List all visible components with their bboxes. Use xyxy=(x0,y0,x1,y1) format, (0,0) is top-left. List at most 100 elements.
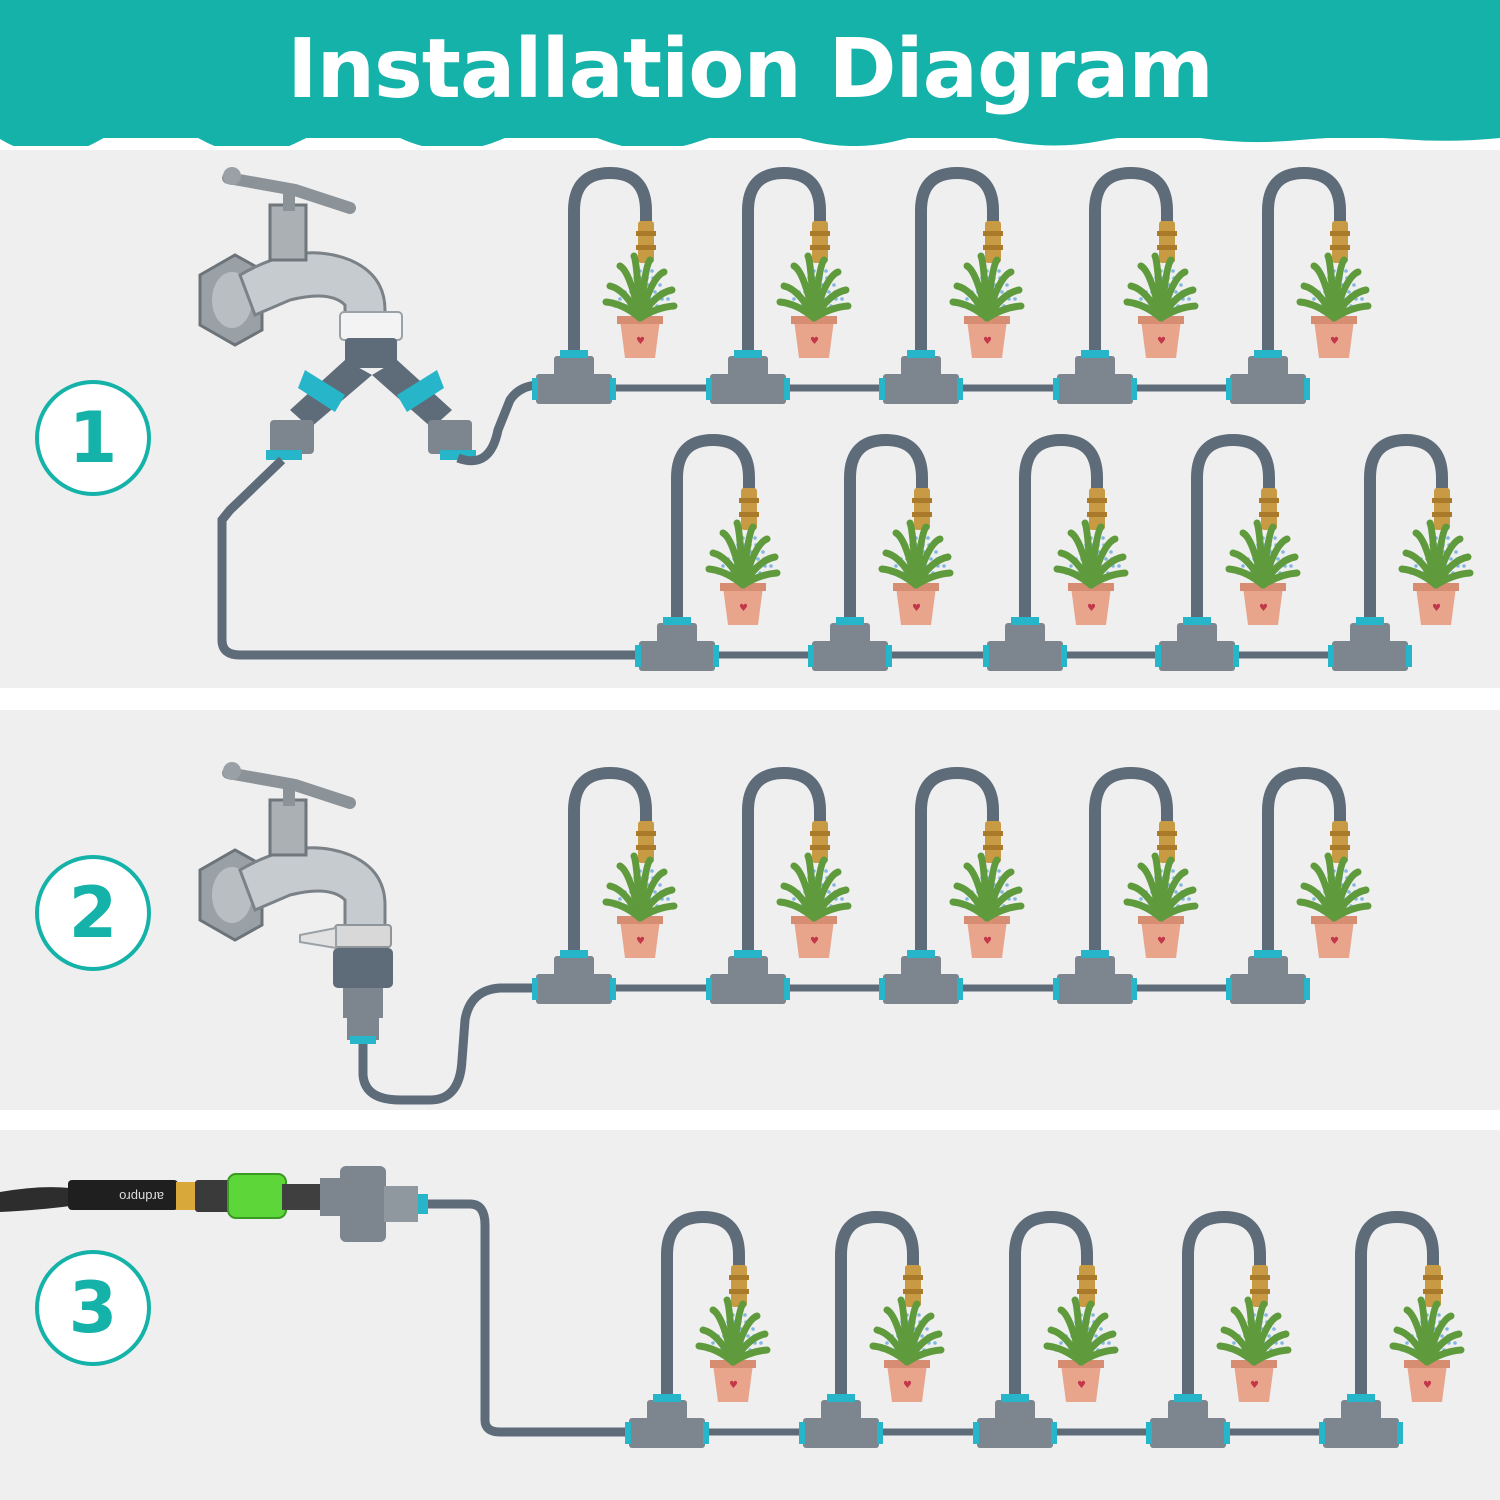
step-1-badge: 1 xyxy=(35,380,151,496)
step-3-diagram: ardnpro ♥ ♥ ♥ ♥ ♥ xyxy=(0,1166,1465,1448)
riser-tube xyxy=(1182,1210,1266,1402)
quick-connector xyxy=(195,1173,342,1219)
row-1a-emitter-5: ♥ xyxy=(1226,166,1372,404)
brass-nozzle xyxy=(812,821,828,863)
potted-plant: ♥ xyxy=(1296,852,1372,958)
universal-tap-connector xyxy=(299,924,393,1044)
row-1b-emitter-4: ♥ xyxy=(1155,433,1301,671)
brass-nozzle xyxy=(1332,821,1348,863)
row-2-emitter-4: ♥ xyxy=(1053,766,1199,1004)
svg-text:♥: ♥ xyxy=(1432,603,1441,614)
potted-plant: ♥ xyxy=(1225,519,1301,625)
brass-nozzle xyxy=(1252,1265,1268,1307)
brass-nozzle xyxy=(1434,488,1450,530)
potted-plant: ♥ xyxy=(1389,1296,1465,1402)
header-torn-edge xyxy=(0,134,1500,146)
row-1b-emitter-2: ♥ xyxy=(808,433,954,671)
step-1-diagram: ♥ ♥ ♥ ♥ ♥ ♥ ♥ ♥ ♥ ♥ xyxy=(198,166,1474,671)
svg-text:♥: ♥ xyxy=(1423,1380,1432,1391)
riser-tube xyxy=(661,1210,745,1402)
svg-text:♥: ♥ xyxy=(636,336,645,347)
row-3-emitter-1: ♥ xyxy=(625,1210,771,1448)
step-3-panel: ardnpro ♥ ♥ ♥ ♥ ♥ 3 xyxy=(0,1130,1500,1500)
brass-nozzle xyxy=(1079,1265,1095,1307)
riser-tube xyxy=(844,433,928,625)
svg-text:♥: ♥ xyxy=(1250,1380,1259,1391)
brass-nozzle xyxy=(638,221,654,263)
brass-nozzle xyxy=(812,221,828,263)
potted-plant: ♥ xyxy=(878,519,954,625)
riser-tube xyxy=(671,433,755,625)
svg-text:♥: ♥ xyxy=(1157,336,1166,347)
riser-tube xyxy=(1355,1210,1439,1402)
potted-plant: ♥ xyxy=(949,852,1025,958)
row-2-emitter-1: ♥ xyxy=(532,766,678,1004)
row-2-emitter-2: ♥ xyxy=(706,766,852,1004)
potted-plant: ♥ xyxy=(602,252,678,358)
potted-plant: ♥ xyxy=(1216,1296,1292,1402)
riser-tube xyxy=(915,166,999,358)
svg-text:♥: ♥ xyxy=(810,336,819,347)
svg-text:♥: ♥ xyxy=(729,1380,738,1391)
tap-adapter xyxy=(340,1166,428,1242)
riser-tube xyxy=(835,1210,919,1402)
riser-tube xyxy=(1364,433,1448,625)
potted-plant: ♥ xyxy=(949,252,1025,358)
riser-tube xyxy=(1089,166,1173,358)
row-3-emitter-2: ♥ xyxy=(799,1210,945,1448)
potted-plant: ♥ xyxy=(869,1296,945,1402)
row-1a-emitters: ♥ ♥ ♥ ♥ ♥ xyxy=(532,166,1372,404)
faucet-1 xyxy=(198,167,403,347)
row-1a-emitter-2: ♥ xyxy=(706,166,852,404)
potted-plant: ♥ xyxy=(695,1296,771,1402)
riser-tube xyxy=(1019,433,1103,625)
riser-tube xyxy=(742,766,826,958)
potted-plant: ♥ xyxy=(1053,519,1129,625)
svg-text:♥: ♥ xyxy=(1077,1380,1086,1391)
row-2-emitter-3: ♥ xyxy=(879,766,1025,1004)
step-3-badge: 3 xyxy=(35,1250,151,1366)
riser-tube xyxy=(742,166,826,358)
svg-text:♥: ♥ xyxy=(1330,936,1339,947)
step-2-panel: ♥ ♥ ♥ ♥ ♥ 2 xyxy=(0,710,1500,1110)
garden-hose: ardnpro xyxy=(0,1180,196,1212)
potted-plant: ♥ xyxy=(1123,252,1199,358)
row-3-emitter-3: ♥ xyxy=(973,1210,1119,1448)
potted-plant: ♥ xyxy=(1296,252,1372,358)
riser-tube xyxy=(1262,166,1346,358)
brass-nozzle xyxy=(731,1265,747,1307)
step-2-badge: 2 xyxy=(35,855,151,971)
potted-plant: ♥ xyxy=(1043,1296,1119,1402)
potted-plant: ♥ xyxy=(705,519,781,625)
faucet-2 xyxy=(198,762,387,942)
svg-text:♥: ♥ xyxy=(983,936,992,947)
riser-tube xyxy=(915,766,999,958)
brass-nozzle xyxy=(1425,1265,1441,1307)
page-title: Installation Diagram xyxy=(287,21,1214,117)
step-1-panel: ♥ ♥ ♥ ♥ ♥ ♥ ♥ ♥ ♥ ♥ 1 xyxy=(0,150,1500,688)
row-1a-emitter-3: ♥ xyxy=(879,166,1025,404)
row-2-emitter-5: ♥ xyxy=(1226,766,1372,1004)
svg-text:♥: ♥ xyxy=(903,1380,912,1391)
brass-nozzle xyxy=(914,488,930,530)
brass-nozzle xyxy=(1159,221,1175,263)
brass-nozzle xyxy=(1261,488,1277,530)
brass-nozzle xyxy=(985,821,1001,863)
svg-text:♥: ♥ xyxy=(983,336,992,347)
brass-nozzle xyxy=(905,1265,921,1307)
svg-text:♥: ♥ xyxy=(1157,936,1166,947)
brass-nozzle xyxy=(985,221,1001,263)
brass-nozzle xyxy=(741,488,757,530)
potted-plant: ♥ xyxy=(776,852,852,958)
svg-text:♥: ♥ xyxy=(1087,603,1096,614)
brass-nozzle xyxy=(638,821,654,863)
riser-tube xyxy=(1262,766,1346,958)
svg-text:♥: ♥ xyxy=(810,936,819,947)
row-2-emitters: ♥ ♥ ♥ ♥ ♥ xyxy=(532,766,1372,1004)
potted-plant: ♥ xyxy=(776,252,852,358)
row-1b-emitter-5: ♥ xyxy=(1328,433,1474,671)
row-1a-emitter-1: ♥ xyxy=(532,166,678,404)
row-3-emitter-5: ♥ xyxy=(1319,1210,1465,1448)
svg-text:♥: ♥ xyxy=(912,603,921,614)
header-banner: Installation Diagram xyxy=(0,0,1500,138)
